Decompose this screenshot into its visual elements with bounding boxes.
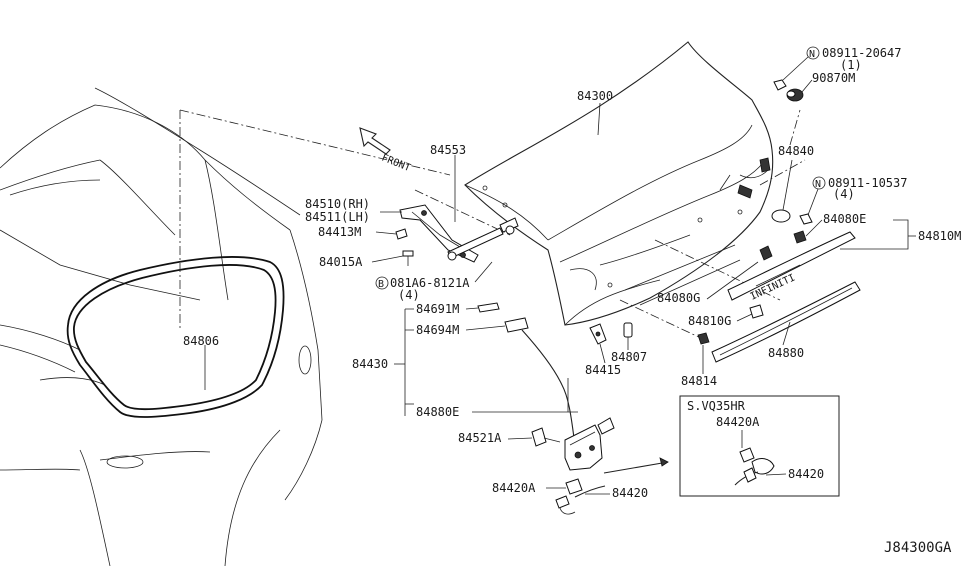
label-84553: 84553	[430, 143, 466, 157]
label-84691M: 84691M	[416, 302, 459, 316]
label-84521A: 84521A	[458, 431, 502, 445]
hinge-bolt-84015A[interactable]	[402, 250, 414, 266]
key-cylinder-84691M[interactable]	[477, 302, 500, 313]
label-08911-10537-qty: (4)	[833, 187, 855, 201]
symbol-b: B	[378, 279, 384, 290]
label-84511: 84511(LH)	[305, 210, 370, 224]
label-84810G: 84810G	[688, 314, 731, 328]
trunk-lid-stay-84553[interactable]	[447, 217, 519, 261]
hinge-bolt-84413M[interactable]	[395, 228, 408, 240]
nut-08911-20647[interactable]	[773, 79, 787, 91]
front-direction-arrow: FRONT	[359, 127, 412, 174]
label-84510: 84510(RH)	[305, 197, 370, 211]
clip-84080G[interactable]	[759, 245, 773, 261]
car-body-rear	[0, 87, 323, 566]
inset-label-84420: 84420	[788, 467, 824, 481]
inset-label-84420A: 84420A	[716, 415, 760, 429]
grommet-84814[interactable]	[697, 332, 710, 345]
inset-pointer-arrow	[603, 457, 669, 474]
label-08911-20647: 08911-20647	[822, 46, 901, 60]
label-84840: 84840	[778, 144, 814, 158]
nut-08911-10537[interactable]	[799, 213, 813, 225]
label-84413M: 84413M	[318, 225, 361, 239]
label-84807: 84807	[611, 350, 647, 364]
inset-title: S.VQ35HR	[687, 399, 746, 413]
variant-inset-box: S.VQ35HR 84420A 84420	[679, 395, 840, 497]
clip-84810G[interactable]	[749, 304, 764, 319]
label-84694M: 84694M	[416, 323, 459, 337]
label-081A6-qty: (4)	[398, 288, 420, 302]
bumper-84807[interactable]	[623, 322, 633, 338]
label-84810M: 84810M	[918, 229, 961, 243]
lock-assembly-84630[interactable]	[564, 417, 615, 471]
label-84415: 84415	[585, 363, 621, 377]
label-84814: 84814	[681, 374, 717, 388]
plug-84840[interactable]	[771, 209, 791, 223]
front-label: FRONT	[380, 153, 412, 174]
label-84300: 84300	[577, 89, 613, 103]
symbol-n-2: N	[815, 179, 821, 190]
diagram-reference-code: J84300GA	[884, 540, 952, 556]
label-081A6: 081A6-8121A	[390, 276, 470, 290]
striker-84415[interactable]	[589, 323, 607, 345]
garnish-84880[interactable]	[711, 281, 861, 363]
label-84080E: 84080E	[823, 212, 866, 226]
clip-84080E[interactable]	[793, 230, 807, 244]
label-08911-10537: 08911-10537	[828, 176, 907, 190]
label-08911-20647-qty: (1)	[840, 58, 862, 72]
trunk-lid-84300[interactable]	[464, 41, 774, 326]
label-90870M: 90870M	[812, 71, 855, 85]
label-84880: 84880	[768, 346, 804, 360]
bracket-84420A[interactable]	[565, 478, 583, 495]
label-84080G: 84080G	[657, 291, 700, 305]
bumper-90870M[interactable]	[786, 88, 804, 102]
trunk-weatherstrip-84806[interactable]	[66, 256, 285, 418]
label-84420A: 84420A	[492, 481, 536, 495]
label-84430: 84430	[352, 357, 388, 371]
bolt-84521A[interactable]	[531, 427, 561, 447]
harness-84420[interactable]	[555, 485, 606, 515]
label-84015A: 84015A	[319, 255, 363, 269]
symbol-n-1: N	[809, 49, 815, 60]
inset-harness-part[interactable]	[734, 447, 775, 486]
label-84806: 84806	[183, 334, 219, 348]
cable-84694M[interactable]	[504, 317, 576, 446]
label-84880E: 84880E	[416, 405, 459, 419]
label-84420: 84420	[612, 486, 648, 500]
